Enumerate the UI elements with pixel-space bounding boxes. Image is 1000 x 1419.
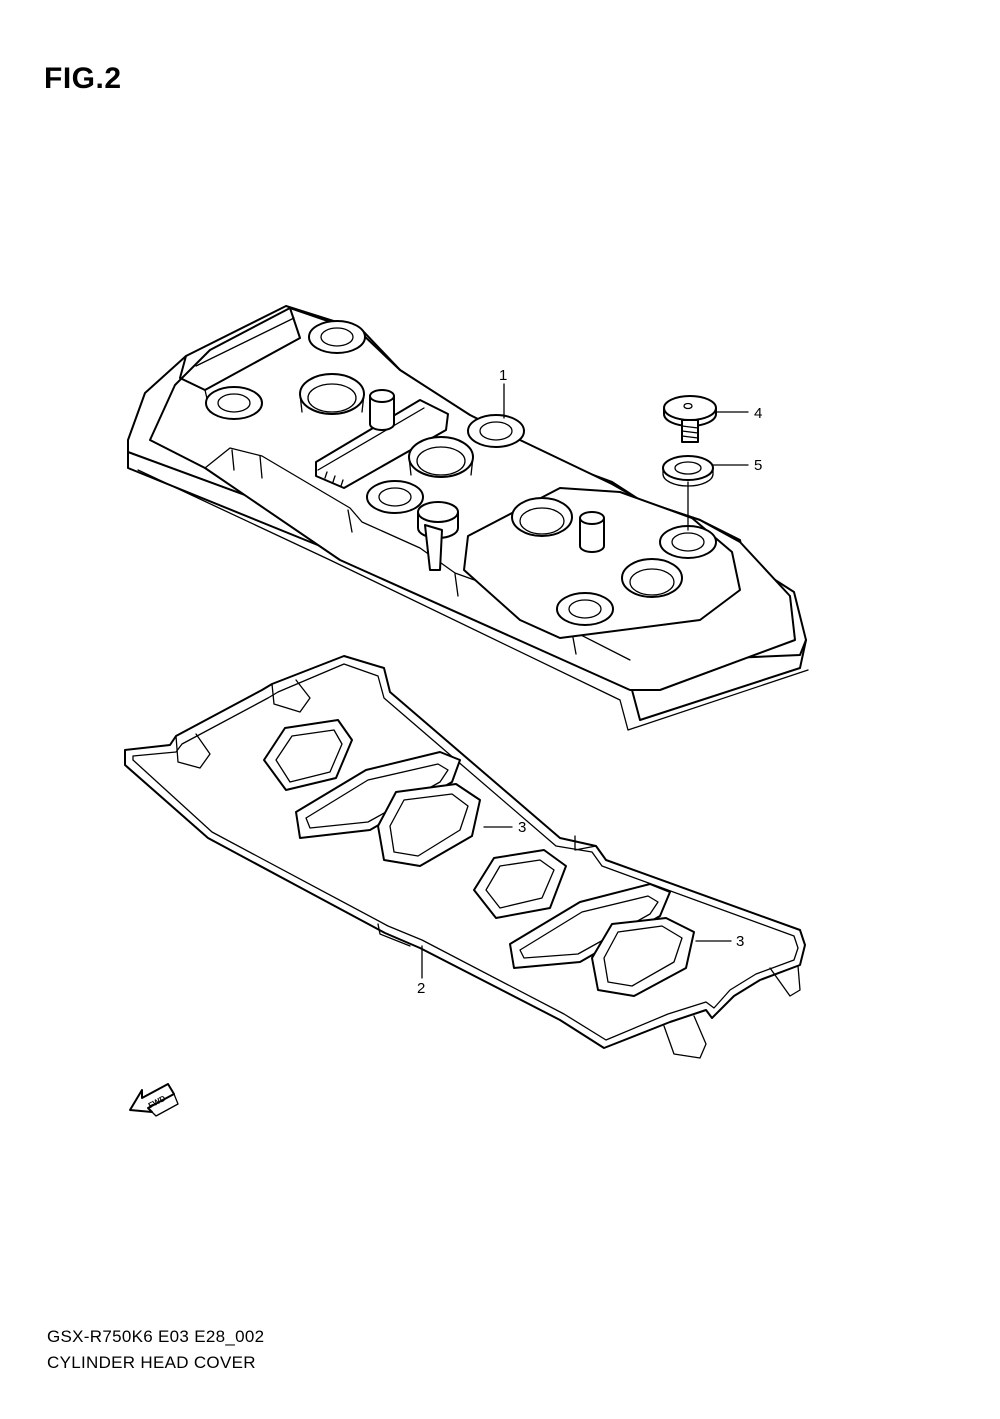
fwd-arrow-icon: FWD — [129, 1083, 179, 1117]
callout-2: 2 — [417, 980, 425, 997]
callout-5: 5 — [754, 457, 762, 474]
cylinder-head-cover — [127, 305, 809, 731]
figure-title: FIG.2 — [44, 62, 122, 95]
model-code: GSX-R750K6 E03 E28_002 — [47, 1327, 265, 1346]
callout-4: 4 — [754, 405, 762, 422]
plug-hole-gaskets — [263, 719, 695, 997]
callout-3a: 3 — [518, 819, 526, 836]
callout-3b: 3 — [736, 933, 744, 950]
leader-lines — [421, 383, 749, 979]
callout-1: 1 — [499, 367, 507, 384]
part-group-name: CYLINDER HEAD COVER — [47, 1353, 256, 1372]
cover-bolt — [663, 395, 717, 443]
head-cover-gasket — [124, 655, 806, 1059]
